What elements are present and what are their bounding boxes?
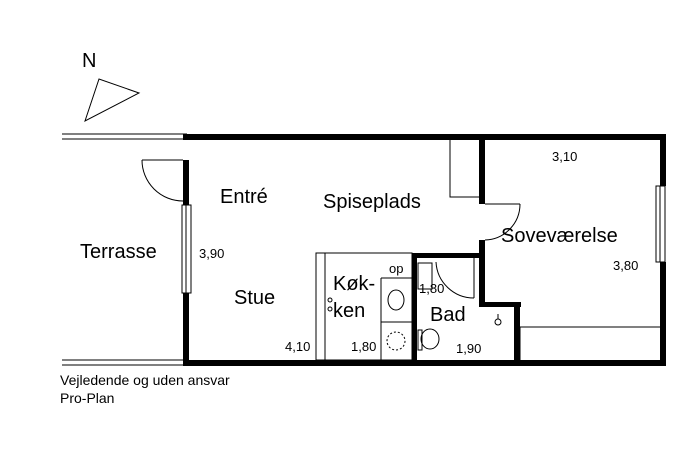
bathroom-door — [435, 258, 475, 299]
compass-arrow-icon — [84, 78, 141, 123]
room-label-sovevaerelse: Soveværelse — [501, 225, 618, 247]
bath-cabinet — [417, 262, 433, 290]
sink-icon — [327, 297, 333, 303]
room-label-stue: Stue — [234, 287, 275, 309]
footer-company: Pro-Plan — [60, 390, 115, 406]
label-op: op — [389, 261, 403, 276]
room-label-entre: Entré — [220, 186, 268, 208]
room-label-bad: Bad — [430, 304, 466, 326]
bedroom-wardrobe — [519, 326, 660, 360]
room-label-kokken-line2: ken — [333, 300, 365, 322]
shower-drain-icon — [494, 318, 502, 326]
dimension-stue-width: 4,10 — [285, 339, 310, 354]
dimension-bad-depth: 1,80 — [419, 281, 444, 296]
stove-icon — [386, 331, 406, 351]
washbasin-icon — [420, 328, 440, 350]
exterior-walls — [183, 134, 666, 366]
kitchen-sink-icon — [387, 289, 405, 311]
entrance-door — [141, 159, 184, 202]
windows — [181, 185, 666, 294]
kitchen-fixtures — [315, 252, 413, 361]
dimension-labels: 3,10 3,90 3,80 1,80 4,10 1,80 1,90 — [199, 149, 638, 356]
bathroom-walls — [412, 253, 520, 366]
dimension-bad-width: 1,90 — [456, 341, 481, 356]
bathroom-fixtures — [417, 262, 502, 351]
dimension-sove-width: 3,10 — [552, 149, 577, 164]
dimension-sove-depth: 3,80 — [613, 258, 638, 273]
room-label-spiseplads: Spiseplads — [323, 191, 421, 213]
compass: N — [82, 50, 141, 123]
room-label-kokken-line1: Køk- — [333, 273, 375, 295]
footer-disclaimer: Vejledende og uden ansvar — [60, 372, 230, 388]
compass-north-label: N — [82, 50, 96, 72]
dimension-kokken-width: 1,80 — [351, 339, 376, 354]
dimension-stue-depth: 3,90 — [199, 246, 224, 261]
room-labels: Entré Spiseplads Soveværelse Terrasse St… — [80, 186, 618, 326]
dining-closet — [449, 140, 479, 198]
bedroom-door — [484, 203, 521, 241]
room-label-terrasse: Terrasse — [80, 241, 157, 263]
bedroom-walls — [479, 134, 521, 307]
terrace-edges — [62, 133, 187, 366]
